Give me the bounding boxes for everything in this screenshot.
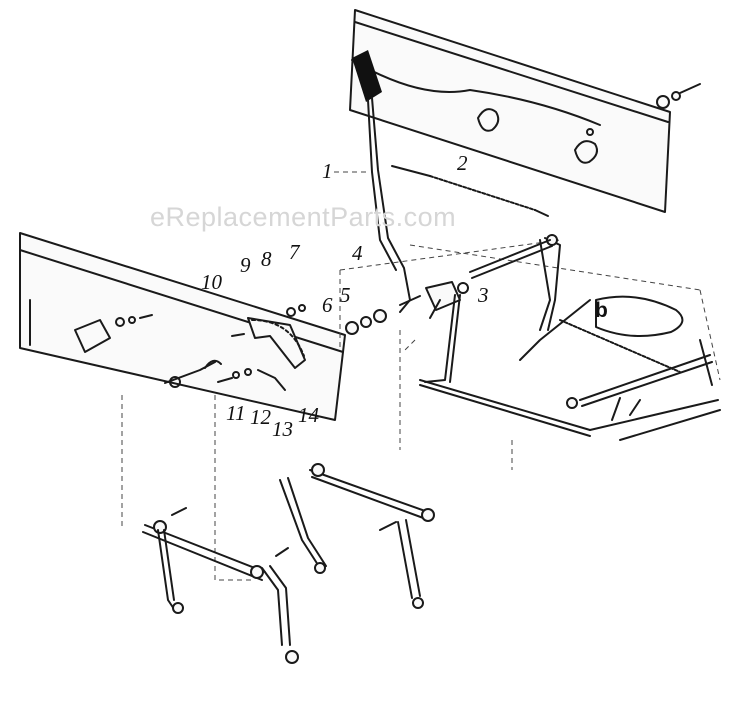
center-bracket-assembly (339, 239, 561, 383)
callout-14: 14 (298, 403, 320, 427)
lower-rod-left (142, 507, 266, 614)
lower-rod-right (309, 463, 435, 609)
callout-6: 6 (322, 293, 333, 317)
upper-panel (349, 9, 701, 213)
quadrant-linkage (164, 359, 286, 391)
callout-3: 3 (477, 283, 489, 307)
lower-rod-center (261, 477, 327, 664)
callout-10: 10 (201, 270, 223, 294)
callout-11: 11 (226, 401, 245, 425)
watermark-text: eReplacementParts.com (150, 202, 456, 232)
callout-labels: 1 2 3 4 5 6 7 8 9 10 11 12 13 14 b (201, 151, 608, 441)
callout-4: 4 (352, 241, 363, 265)
callout-9: 9 (240, 253, 251, 277)
right-frame (409, 234, 721, 441)
callout-12: 12 (250, 405, 272, 429)
callout-b: b (595, 299, 608, 322)
callout-5: 5 (340, 283, 351, 307)
callout-13: 13 (272, 417, 293, 441)
callout-8: 8 (261, 247, 272, 271)
callout-1: 1 (322, 159, 333, 183)
spring-2 (391, 165, 549, 217)
lead-lines (121, 330, 513, 581)
callout-7: 7 (289, 240, 301, 264)
callout-2: 2 (457, 151, 468, 175)
quadrant-plate (231, 304, 306, 369)
